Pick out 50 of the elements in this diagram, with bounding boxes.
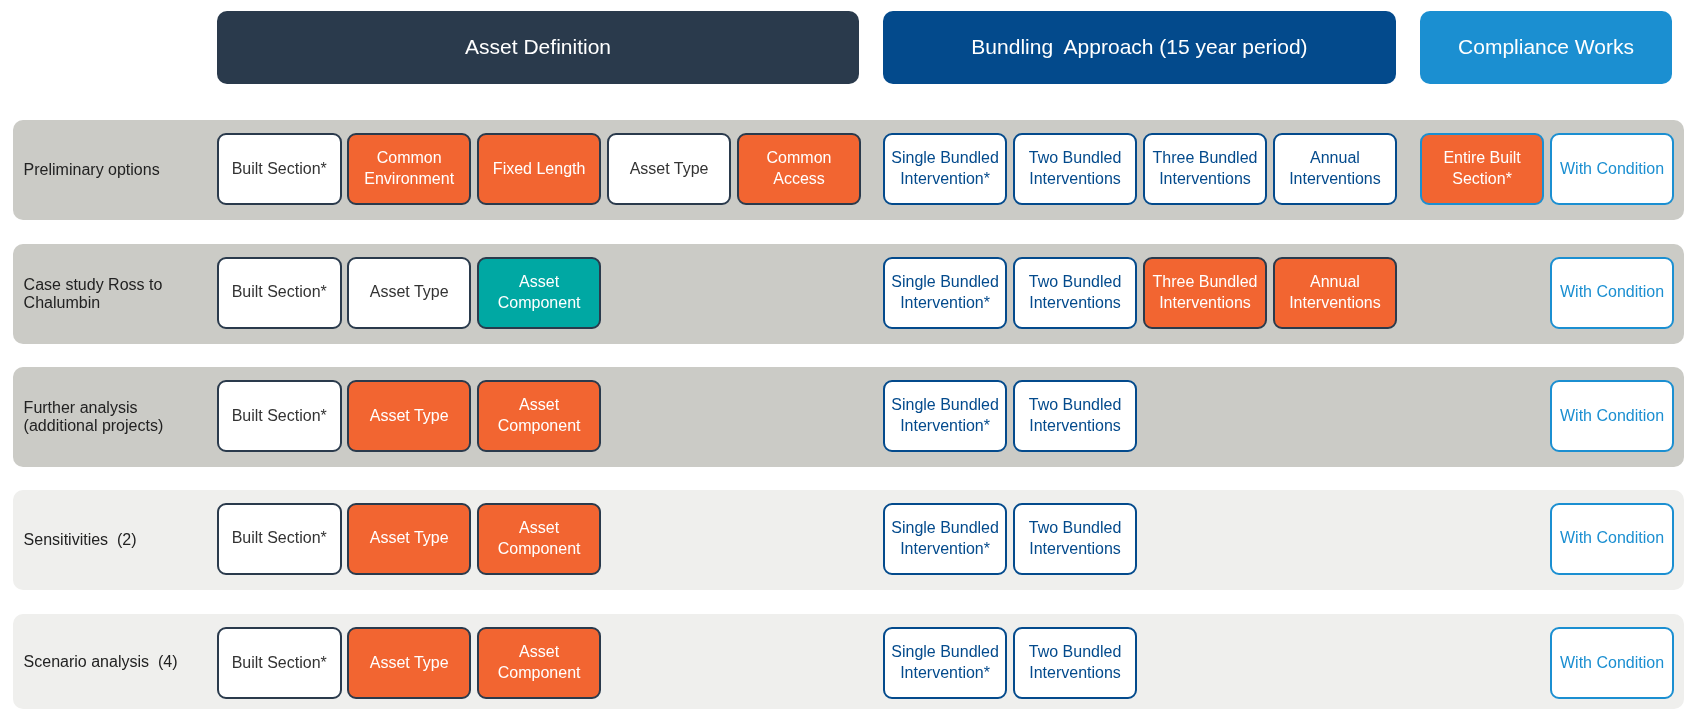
option-box: Asset Component <box>476 627 602 700</box>
row-label: Sensitivities (2) <box>23 529 138 550</box>
option-box: Built Section* <box>216 380 342 453</box>
option-box: Built Section* <box>216 627 342 700</box>
row-label: Case study Ross to Chalumbin <box>23 274 164 313</box>
row-label: Scenario analysis (4) <box>23 651 179 672</box>
option-box: Built Section* <box>216 133 342 206</box>
option-box: Asset Component <box>476 502 602 575</box>
option-box: Two Bundled Interventions <box>1012 133 1138 206</box>
option-box: Three Bundled Interventions <box>1142 133 1268 206</box>
option-box: Three Bundled Interventions <box>1142 256 1268 329</box>
option-box: Two Bundled Interventions <box>1012 502 1138 575</box>
option-box: Single Bundled Intervention* <box>882 502 1008 575</box>
option-box: Asset Type <box>346 502 472 575</box>
option-box: Single Bundled Intervention* <box>882 380 1008 453</box>
option-box: Annual Interventions <box>1272 256 1398 329</box>
option-box: Common Access <box>736 133 862 206</box>
option-box: Entire Built Section* <box>1419 133 1545 206</box>
option-box: Asset Component <box>476 380 602 453</box>
option-box: Built Section* <box>216 502 342 575</box>
option-box: Two Bundled Interventions <box>1012 627 1138 700</box>
option-box: Annual Interventions <box>1272 133 1398 206</box>
option-box: Two Bundled Interventions <box>1012 380 1138 453</box>
column-header: Bundling Approach (15 year period) <box>882 10 1397 84</box>
option-box: With Condition <box>1549 380 1675 453</box>
row-band <box>12 120 1684 221</box>
option-box: Fixed Length <box>476 133 602 206</box>
row-label: Preliminary options <box>23 160 161 181</box>
row-band <box>12 489 1684 590</box>
option-box: With Condition <box>1549 627 1675 700</box>
option-box: Single Bundled Intervention* <box>882 133 1008 206</box>
option-box: With Condition <box>1549 133 1675 206</box>
option-box: Two Bundled Interventions <box>1012 256 1138 329</box>
option-box: Asset Type <box>606 133 732 206</box>
option-box: Common Environment <box>346 133 472 206</box>
option-box: Asset Type <box>346 627 472 700</box>
option-box: Asset Component <box>476 256 602 329</box>
option-box: Single Bundled Intervention* <box>882 256 1008 329</box>
option-box: With Condition <box>1549 256 1675 329</box>
option-box: Asset Type <box>346 256 472 329</box>
option-box: Built Section* <box>216 256 342 329</box>
option-box: Asset Type <box>346 380 472 453</box>
column-header: Asset Definition <box>216 10 860 84</box>
row-band <box>12 614 1684 709</box>
row-band <box>12 367 1684 468</box>
column-header: Compliance Works <box>1419 10 1673 84</box>
row-band <box>12 243 1684 344</box>
option-box: With Condition <box>1549 502 1675 575</box>
row-label: Further analysis (additional projects) <box>23 398 165 437</box>
option-box: Single Bundled Intervention* <box>882 627 1008 700</box>
